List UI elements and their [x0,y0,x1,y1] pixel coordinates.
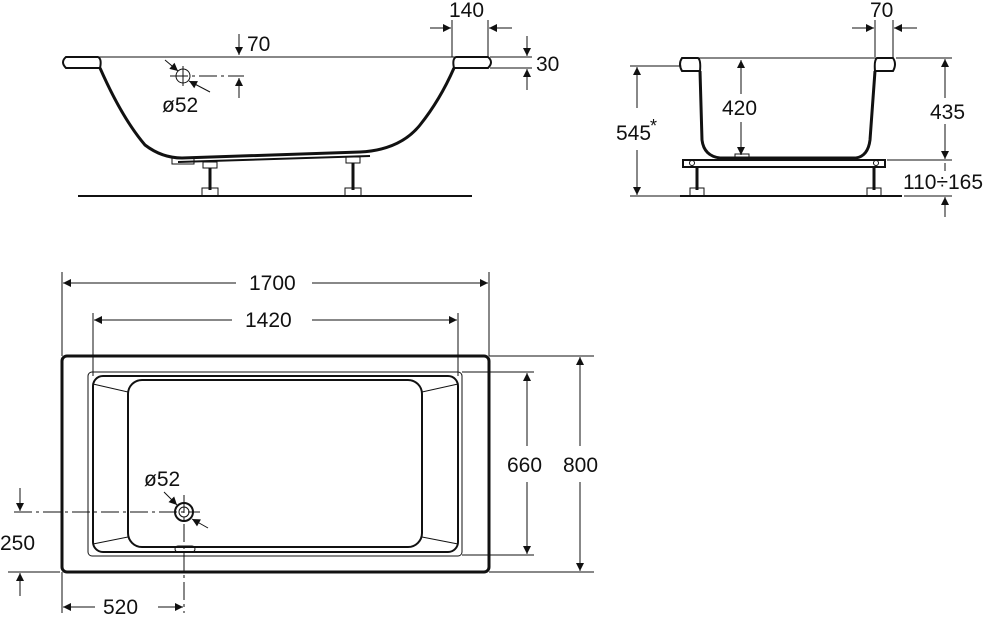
drain-from-side-label: 250 [0,532,35,555]
drain-diameter-label: ø52 [144,468,180,491]
total-height-asterisk: * [650,116,657,136]
tub-outline-outer [60,354,491,574]
drain-outlet-side [171,156,195,165]
end-right-rim [873,57,896,72]
total-height-label: 545 [616,122,651,145]
rim-height-label: 30 [536,53,559,76]
end-leg-right [866,167,882,197]
inner-length-label: 1420 [245,309,292,332]
tub-body-end [698,70,877,160]
overall-width-label: 800 [563,454,598,477]
left-rim [62,56,102,69]
end-rim-width-label: 70 [870,0,893,22]
overall-length-label: 1700 [249,272,296,295]
inner-width-label: 660 [507,454,542,477]
basin-outline [92,375,459,553]
tub-rim-inner [87,371,463,557]
end-leg-left [689,167,705,197]
plan-view: ø52 1700 1420 660 800 250 520 [0,272,598,617]
rim-width-label: 140 [449,0,484,22]
overflow-diameter-label: ø52 [162,94,198,117]
drain-offset-label: 70 [247,33,270,56]
drain-from-end-label: 520 [103,596,138,617]
base-frame [682,159,886,168]
end-view: 70 545 * 420 435 110÷165 [616,0,983,217]
side-view: ø52 70 140 30 [62,0,559,197]
end-left-rim [679,57,702,72]
tub-base [177,155,371,163]
leg-right [344,156,362,197]
basin-bottom [127,379,423,548]
leg-left [201,161,219,197]
overflow-plan [174,545,196,553]
right-rim [452,56,492,69]
leg-adjust-label: 110÷165 [903,171,983,194]
tub-height-label: 435 [930,101,965,124]
tub-body-side [98,67,456,160]
inner-depth-label: 420 [722,97,757,120]
